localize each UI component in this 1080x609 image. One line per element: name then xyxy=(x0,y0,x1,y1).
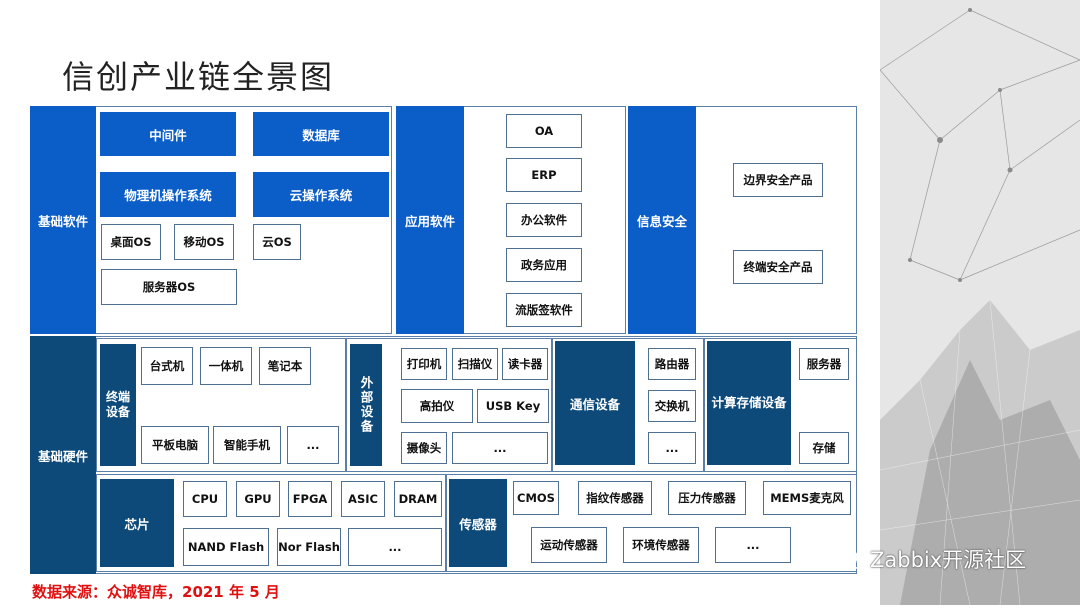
app-item-layout-signature: 流版签软件 xyxy=(506,293,582,327)
basic-hardware-label: 基础硬件 xyxy=(30,336,96,574)
app-item-office: 办公软件 xyxy=(506,203,582,237)
sensor-item-mems-microphone: MEMS麦克风 xyxy=(763,481,851,515)
mobile-os-box: 移动OS xyxy=(174,224,234,260)
sensor-item-environment: 环境传感器 xyxy=(623,527,699,563)
chip-label: 芯片 xyxy=(100,479,174,567)
sensor-item-cmos: CMOS xyxy=(513,481,559,515)
wechat-icon xyxy=(838,548,864,569)
basic-software-label: 基础软件 xyxy=(30,106,96,334)
compute-storage-label-text: 计算存储设备 xyxy=(711,394,787,410)
peripheral-item-more: ... xyxy=(452,432,548,464)
watermark-text: Zabbix开源社区 xyxy=(870,548,1027,572)
sensor-item-pressure: 压力传感器 xyxy=(668,481,746,515)
communication-devices-label: 通信设备 xyxy=(555,341,635,465)
comm-item-router: 路由器 xyxy=(648,348,696,380)
chip-item-cpu: CPU xyxy=(183,481,227,517)
app-item-erp: ERP xyxy=(506,158,582,192)
sensor-item-motion: 运动传感器 xyxy=(531,527,607,563)
chip-item-gpu: GPU xyxy=(236,481,280,517)
comm-item-switch: 交换机 xyxy=(648,390,696,422)
watermark: Zabbix开源社区 xyxy=(838,544,1026,574)
application-software-label: 应用软件 xyxy=(396,106,464,334)
cloud-os-block: 云操作系统 xyxy=(253,172,389,217)
chip-item-nand-flash: NAND Flash xyxy=(183,528,269,566)
terminal-devices-label: 终端设备 xyxy=(100,344,136,466)
terminal-item-tablet: 平板电脑 xyxy=(141,426,209,464)
peripheral-item-printer: 打印机 xyxy=(401,348,447,380)
compute-item-server: 服务器 xyxy=(799,348,849,380)
peripheral-item-document-camera: 高拍仪 xyxy=(401,389,473,423)
boundary-security-box: 边界安全产品 xyxy=(733,163,823,197)
chip-item-fpga: FPGA xyxy=(288,481,332,517)
sensor-item-more: ... xyxy=(715,527,791,563)
cloud-os-box: 云OS xyxy=(253,224,301,260)
chip-item-dram: DRAM xyxy=(394,481,442,517)
peripheral-item-card-reader: 读卡器 xyxy=(502,348,548,380)
sensor-item-fingerprint: 指纹传感器 xyxy=(578,481,652,515)
peripheral-item-camera: 摄像头 xyxy=(401,432,447,464)
endpoint-security-box: 终端安全产品 xyxy=(733,250,823,284)
terminal-item-desktop: 台式机 xyxy=(141,347,193,385)
chip-item-more: ... xyxy=(348,528,442,566)
network-lines-decoration xyxy=(879,8,1080,606)
data-source-note: 数据来源：众诚智库，2021 年 5 月 xyxy=(32,583,280,601)
terminal-devices-label-text: 终端设备 xyxy=(105,390,130,419)
chip-item-asic: ASIC xyxy=(341,481,385,517)
middleware-block: 中间件 xyxy=(100,112,236,156)
page-title: 信创产业链全景图 xyxy=(62,58,335,96)
compute-item-storage: 存储 xyxy=(799,432,849,464)
peripheral-item-scanner: 扫描仪 xyxy=(452,348,498,380)
comm-item-more: ... xyxy=(648,432,696,464)
physical-os-block: 物理机操作系统 xyxy=(100,172,236,217)
database-block: 数据库 xyxy=(253,112,389,156)
decorative-background-panel xyxy=(879,0,1080,606)
compute-storage-label: 计算存储设备 xyxy=(707,341,791,465)
sensor-label: 传感器 xyxy=(449,479,507,567)
server-os-box: 服务器OS xyxy=(101,269,237,305)
desktop-os-box: 桌面OS xyxy=(101,224,161,260)
information-security-label: 信息安全 xyxy=(628,106,696,334)
chip-item-nor-flash: Nor Flash xyxy=(277,528,341,566)
app-item-oa: OA xyxy=(506,114,582,148)
peripheral-devices-label: 外部设备 xyxy=(350,344,382,466)
terminal-item-smartphone: 智能手机 xyxy=(213,426,281,464)
terminal-item-more: ... xyxy=(287,426,339,464)
terminal-item-laptop: 笔记本 xyxy=(259,347,311,385)
terminal-item-all-in-one: 一体机 xyxy=(200,347,252,385)
app-item-government: 政务应用 xyxy=(506,248,582,282)
peripheral-item-usb-key: USB Key xyxy=(477,389,549,423)
